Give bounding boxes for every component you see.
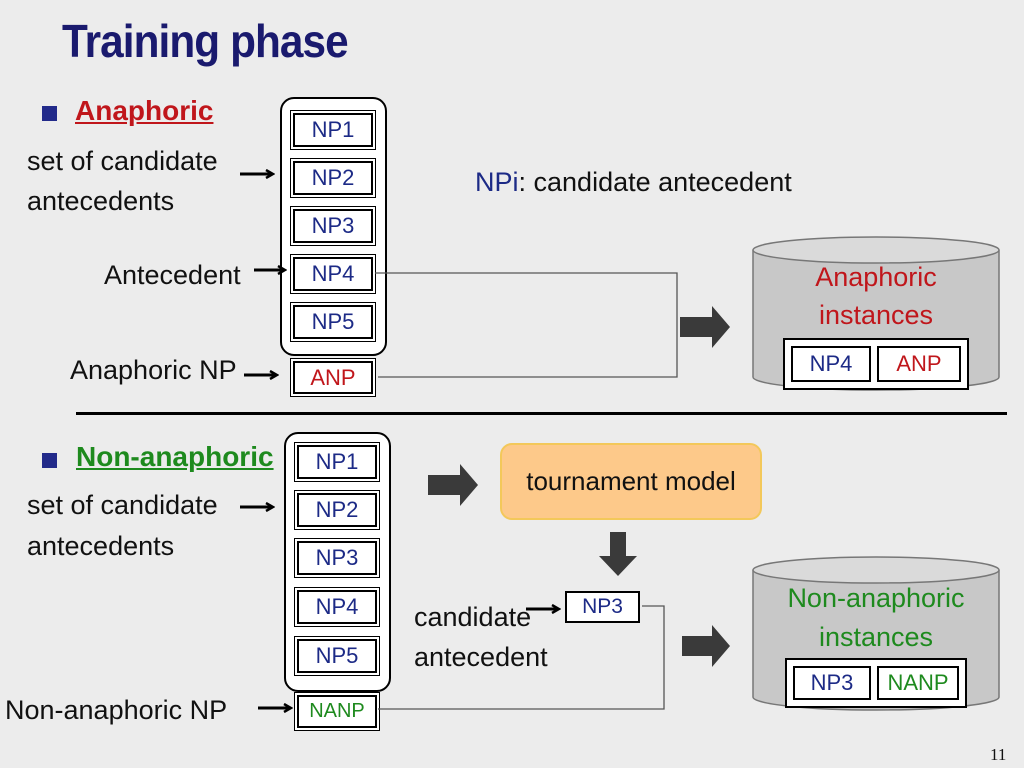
anaphoric-instance-record: NP4 ANP: [783, 338, 969, 390]
anaphoric-set-label-line1: set of candidate: [27, 146, 218, 176]
np-legend-text: : candidate antecedent: [518, 167, 792, 197]
record-cell-np4: NP4: [791, 346, 871, 382]
non-anaphoric-heading: Non-anaphoric: [76, 441, 274, 472]
non-anaphoric-candidate-np5: NP5: [297, 639, 377, 673]
anp-box: ANP: [293, 361, 373, 394]
record-cell-anp: ANP: [877, 346, 961, 382]
candidate-antecedent-label-line2: antecedent: [414, 642, 548, 672]
non-anaphoric-set-label-line2: antecedents: [27, 531, 175, 561]
anaphoric-candidate-np5: NP5: [293, 305, 373, 339]
candidate-antecedent-label-line1: candidate: [414, 602, 532, 632]
record-cell-nanp: NANP: [877, 666, 959, 700]
anaphoric-candidate-np1: NP1: [293, 113, 373, 147]
np-legend-symbol: NPi: [475, 167, 519, 197]
anaphoric-heading: Anaphoric: [75, 95, 214, 126]
selected-candidate-np3: NP3: [565, 591, 640, 623]
block-arrow-right-icon: [682, 625, 730, 667]
anaphoric-db-label: Anaphoric instances: [815, 262, 937, 330]
slide-title: Training phase: [62, 15, 349, 67]
non-anaphoric-candidate-np3: NP3: [297, 541, 377, 575]
non-anaphoric-candidate-np1: NP1: [297, 445, 377, 479]
block-arrow-down-icon: [599, 532, 637, 576]
non-anaphoric-candidate-np4: NP4: [297, 590, 377, 624]
non-anaphoric-instance-record: NP3 NANP: [785, 658, 967, 708]
antecedent-label: Antecedent: [104, 260, 241, 290]
tournament-model-box: tournament model: [500, 443, 762, 520]
non-anaphoric-set-label-line1: set of candidate: [27, 490, 218, 520]
anaphoric-set-label-line2: antecedents: [27, 186, 175, 216]
non-anaphoric-np-label: Non-anaphoric NP: [5, 695, 228, 725]
block-arrow-right-icon: [680, 306, 730, 348]
record-cell-np3: NP3: [793, 666, 871, 700]
np-legend: NPi: candidate antecedent: [475, 162, 792, 202]
non-anaphoric-candidate-np2: NP2: [297, 493, 377, 527]
nanp-box: NANP: [297, 695, 377, 728]
section-divider: [76, 412, 1007, 415]
block-arrow-right-icon: [428, 464, 478, 506]
anaphoric-connector-line: [375, 272, 678, 378]
anaphoric-candidate-np4: NP4: [293, 257, 373, 291]
anaphoric-np-label: Anaphoric NP: [70, 355, 237, 385]
non-anaphoric-connector-line: [378, 605, 665, 710]
bullet-square-icon: [42, 453, 57, 468]
anaphoric-candidate-np2: NP2: [293, 161, 373, 195]
bullet-square-icon: [42, 106, 57, 121]
page-number: 11: [990, 745, 1007, 764]
non-anaphoric-db-label: Non-anaphoric instances: [787, 583, 965, 652]
anaphoric-candidate-np3: NP3: [293, 209, 373, 243]
